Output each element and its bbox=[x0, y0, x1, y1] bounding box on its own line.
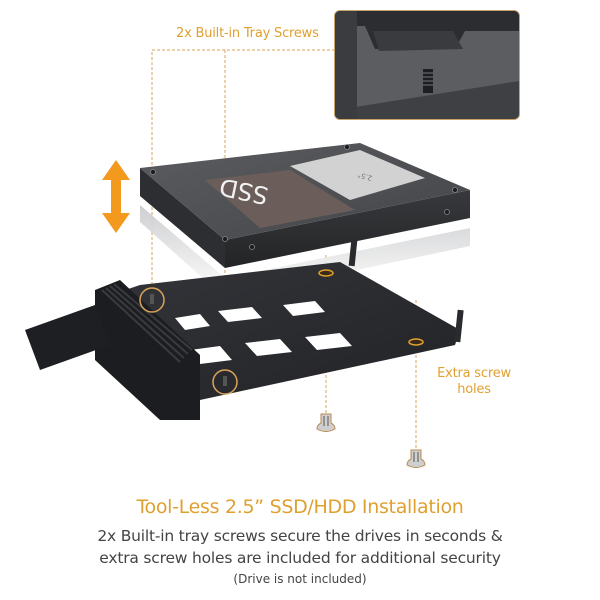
screw-closeup-inset bbox=[334, 10, 520, 120]
caption-body-line1: 2x Built-in tray screws secure the drive… bbox=[97, 527, 503, 545]
vertical-double-arrow-icon bbox=[102, 160, 130, 233]
loose-screw-icon bbox=[406, 449, 426, 468]
caption-body-line2: extra screw holes are included for addit… bbox=[99, 549, 501, 567]
ssd-drive bbox=[140, 143, 470, 268]
drive-tray bbox=[25, 239, 464, 420]
callout-extra-line1: Extra screw bbox=[437, 366, 511, 381]
caption-note: (Drive is not included) bbox=[233, 572, 367, 586]
callout-extra-screw-holes: Extra screw holes bbox=[424, 366, 524, 397]
callout-extra-line2: holes bbox=[457, 381, 491, 397]
ssd-size-mark: 2.5" bbox=[357, 170, 373, 181]
caption-title: Tool-Less 2.5” SSD/HDD Installation bbox=[136, 496, 464, 518]
loose-screw-icon bbox=[316, 413, 336, 432]
caption-body: 2x Built-in tray screws secure the drive… bbox=[0, 525, 600, 569]
callout-tray-screws: 2x Built-in Tray Screws bbox=[176, 26, 319, 41]
